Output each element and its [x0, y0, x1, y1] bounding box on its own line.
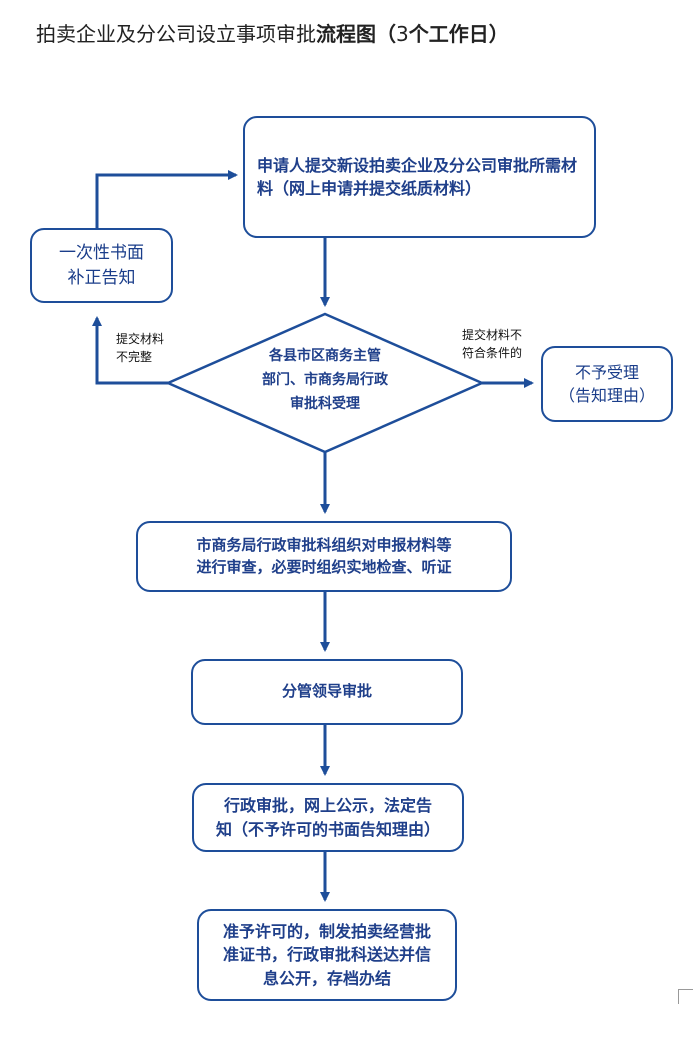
publish-box: 行政审批，网上公示，法定告 知（不予许可的书面告知理由）	[192, 783, 464, 852]
label-nonconform-line1: 提交材料不	[462, 328, 523, 342]
accept-line3: 审批科受理	[290, 395, 360, 412]
permit-line3: 息公开，存档办结	[262, 968, 391, 988]
publish-line2: 知（不予许可的书面告知理由）	[215, 819, 440, 839]
label-incomplete-line1: 提交材料	[116, 332, 165, 346]
review-line2: 进行审查，必要时组织实地检查、听证	[196, 557, 452, 576]
leader-approval-box: 分管领导审批	[191, 659, 463, 725]
submit-materials-text: 申请人提交新设拍卖企业及分公司审批所需材料（网上申请并提交纸质材料）	[257, 155, 578, 198]
submit-materials-box: 申请人提交新设拍卖企业及分公司审批所需材料（网上申请并提交纸质材料）	[243, 116, 596, 238]
page-title: 拍卖企业及分公司设立事项审批流程图（3个工作日）	[36, 18, 509, 47]
arrow-correction-to-submit	[95, 170, 238, 228]
correction-line2: 补正告知	[67, 267, 136, 288]
reject-box: 不予受理 （告知理由）	[541, 346, 673, 422]
label-nonconform: 提交材料不 符合条件的	[462, 326, 522, 362]
leader-approval-text: 分管领导审批	[281, 682, 372, 701]
title-bold: 流程图（	[316, 22, 396, 46]
accept-diamond-text: 各县市区商务主管 部门、市商务局行政 审批科受理	[235, 345, 415, 416]
review-line1: 市商务局行政审批科组织对申报材料等	[196, 535, 452, 554]
accept-line2: 部门、市商务局行政	[262, 371, 388, 388]
title-days: 3	[396, 22, 409, 46]
label-nonconform-line2: 符合条件的	[462, 346, 523, 360]
permit-box: 准予许可的，制发拍卖经营批 准证书，行政审批科送达并信 息公开，存档办结	[197, 909, 457, 1001]
label-incomplete: 提交材料 不完整	[116, 330, 164, 366]
correction-line1: 一次性书面	[59, 242, 144, 263]
publish-line1: 行政审批，网上公示，法定告	[223, 796, 432, 816]
review-box: 市商务局行政审批科组织对申报材料等 进行审查，必要时组织实地检查、听证	[136, 521, 512, 592]
title-normal: 拍卖企业及分公司设立事项审批	[36, 22, 316, 46]
title-bold-end: 个工作日）	[408, 22, 509, 46]
page-corner-mark	[678, 989, 693, 1004]
permit-line1: 准予许可的，制发拍卖经营批	[222, 922, 431, 942]
reject-line2: （告知理由）	[558, 386, 655, 405]
reject-line1: 不予受理	[574, 362, 639, 382]
correction-notice-box: 一次性书面 补正告知	[30, 228, 173, 303]
arrow-accept-to-correction	[92, 316, 168, 385]
permit-line2: 准证书，行政审批科送达并信	[222, 945, 431, 965]
accept-line1: 各县市区商务主管	[269, 348, 381, 364]
label-incomplete-line2: 不完整	[116, 350, 153, 364]
